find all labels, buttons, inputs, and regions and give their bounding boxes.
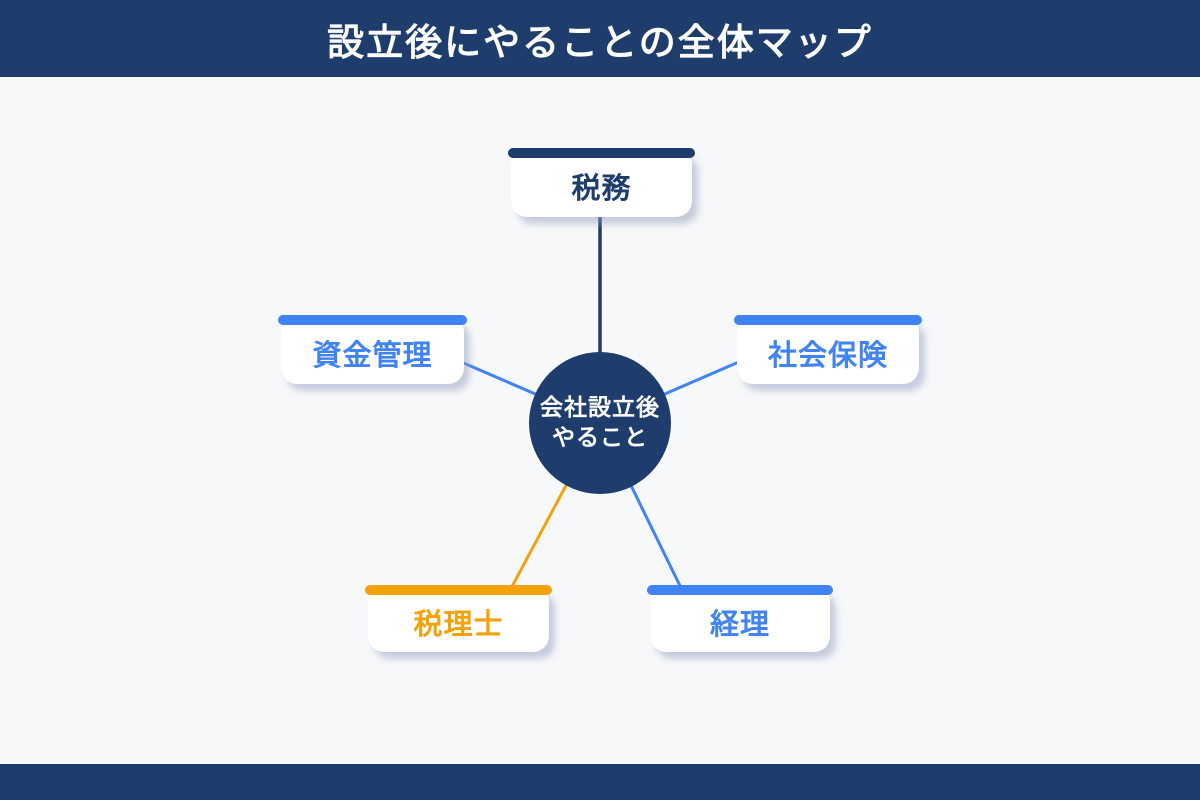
node-social-insurance: 社会保険	[734, 315, 922, 384]
node-tax: 税務	[508, 148, 695, 217]
node-tax-accountant: 税理士	[365, 585, 552, 652]
node-funds-label: 資金管理	[312, 339, 433, 372]
node-tax-accountant-accent-bar	[365, 585, 552, 595]
node-accounting-accent-bar	[647, 585, 833, 595]
node-tax-accountant-label: 税理士	[413, 608, 504, 641]
center-node-label-line1: 会社設立後	[540, 394, 660, 421]
node-social-insurance-label: 社会保険	[767, 339, 888, 372]
node-funds-accent-bar	[278, 315, 467, 325]
node-accounting-label: 経理	[709, 608, 770, 641]
node-tax-label: 税務	[571, 172, 632, 205]
page-title: 設立後にやることの全体マップ	[327, 21, 873, 63]
node-tax-accent-bar	[508, 148, 695, 158]
center-node-label-line2: やること	[552, 424, 648, 450]
node-accounting: 経理	[647, 585, 833, 652]
footer-bar	[0, 764, 1200, 800]
node-social-insurance-accent-bar	[734, 315, 922, 325]
header-bar: 設立後にやることの全体マップ	[0, 0, 1200, 77]
center-node: 会社設立後 やること	[529, 352, 671, 494]
node-funds: 資金管理	[278, 315, 467, 384]
